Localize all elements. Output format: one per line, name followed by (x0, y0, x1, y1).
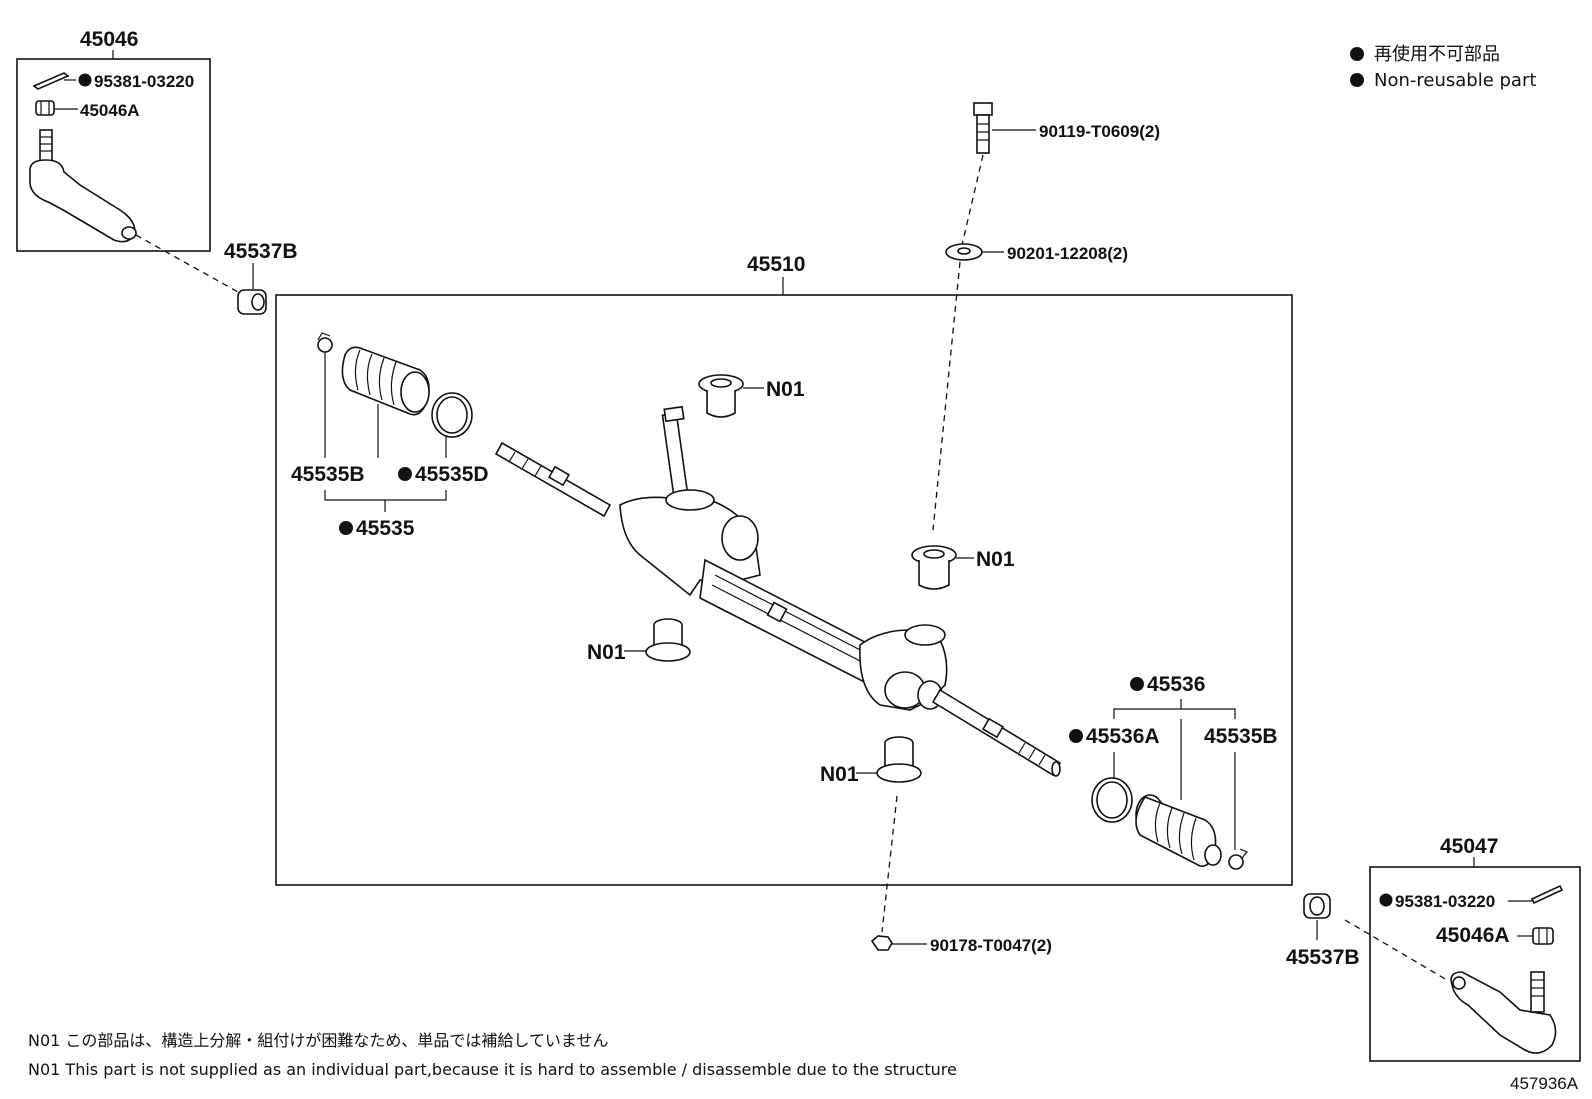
label-N01-mid-right[interactable]: N01 (976, 548, 1015, 571)
diagram-id: 457936A (1510, 1074, 1579, 1093)
lock-nut-right-icon (1303, 893, 1331, 919)
label-90201-12208[interactable]: 90201-12208(2) (1007, 244, 1128, 263)
bushing-mid-right-icon (911, 545, 957, 590)
non-reusable-bullet-icon (339, 521, 353, 535)
legend: 再使用不可部品 Non-reusable part (1350, 44, 1536, 91)
non-reusable-bullet-icon (1350, 47, 1364, 61)
washer-icon (945, 243, 983, 261)
label-45537B-right[interactable]: 45537B (1286, 946, 1360, 969)
note-ja: N01 この部品は、構造上分解・組付けが困難なため、単品では補給していません (28, 1031, 608, 1050)
steering-rack-icon (494, 405, 1062, 777)
note-en: N01 This part is not supplied as an indi… (28, 1060, 957, 1079)
clamp-right-icon (1091, 777, 1133, 823)
hex-nut-icon (870, 935, 893, 951)
boot-left-icon (341, 346, 430, 416)
label-45047[interactable]: 45047 (1440, 835, 1498, 858)
clip-left-icon (317, 332, 333, 353)
label-45046A-right[interactable]: 45046A (1436, 924, 1510, 947)
non-reusable-bullet-icon (398, 467, 412, 481)
label-95381-03220-right[interactable]: 95381-03220 (1395, 892, 1495, 911)
label-45535[interactable]: 45535 (356, 517, 415, 540)
label-45046[interactable]: 45046 (80, 28, 138, 51)
castle-nut-icon (1532, 927, 1554, 945)
non-reusable-bullet-icon (1379, 893, 1393, 907)
label-N01-mid-left[interactable]: N01 (587, 641, 626, 664)
label-N01-top[interactable]: N01 (766, 378, 805, 401)
lock-nut-left-icon (237, 289, 267, 315)
label-45536[interactable]: 45536 (1147, 673, 1205, 696)
non-reusable-bullet-icon (1069, 729, 1083, 743)
tie-rod-end-right-box (1369, 866, 1581, 1062)
label-90119-T0609[interactable]: 90119-T0609(2) (1039, 122, 1160, 141)
bushing-top-icon (698, 374, 744, 418)
legend-ja: 再使用不可部品 (1374, 44, 1500, 65)
label-45046A-left[interactable]: 45046A (80, 101, 140, 120)
tie-rod-end-left-icon (29, 129, 137, 243)
cotter-pin-icon (32, 72, 76, 90)
label-90178-T0047[interactable]: 90178-T0047(2) (930, 936, 1052, 955)
castle-nut-icon (35, 100, 55, 116)
clamp-left-icon (431, 392, 473, 438)
label-45536A[interactable]: 45536A (1086, 725, 1160, 748)
clip-right-icon (1228, 848, 1248, 870)
bolt-icon (973, 102, 993, 154)
tie-rod-end-left-group: 45046 95381-03220 45046A (16, 28, 211, 252)
label-45510[interactable]: 45510 (747, 253, 805, 276)
label-45535D[interactable]: 45535D (415, 463, 489, 486)
label-45535B-left[interactable]: 45535B (291, 463, 365, 486)
label-N01-bottom[interactable]: N01 (820, 763, 859, 786)
label-95381-03220-left[interactable]: 95381-03220 (94, 72, 194, 91)
boot-right-icon (1135, 794, 1222, 867)
tie-rod-end-right-icon (1450, 971, 1557, 1054)
bushing-mid-left-icon (645, 618, 691, 662)
cotter-pin-icon (1530, 884, 1564, 905)
gear-assembly-box (275, 294, 1293, 886)
bushing-bottom-icon (876, 736, 922, 783)
tie-rod-end-left-box (16, 58, 211, 252)
non-reusable-bullet-icon (1350, 73, 1364, 87)
non-reusable-bullet-icon (78, 73, 92, 87)
label-45537B-left[interactable]: 45537B (224, 240, 298, 263)
legend-en: Non-reusable part (1374, 70, 1536, 91)
non-reusable-bullet-icon (1130, 677, 1144, 691)
label-45535B-right[interactable]: 45535B (1204, 725, 1278, 748)
